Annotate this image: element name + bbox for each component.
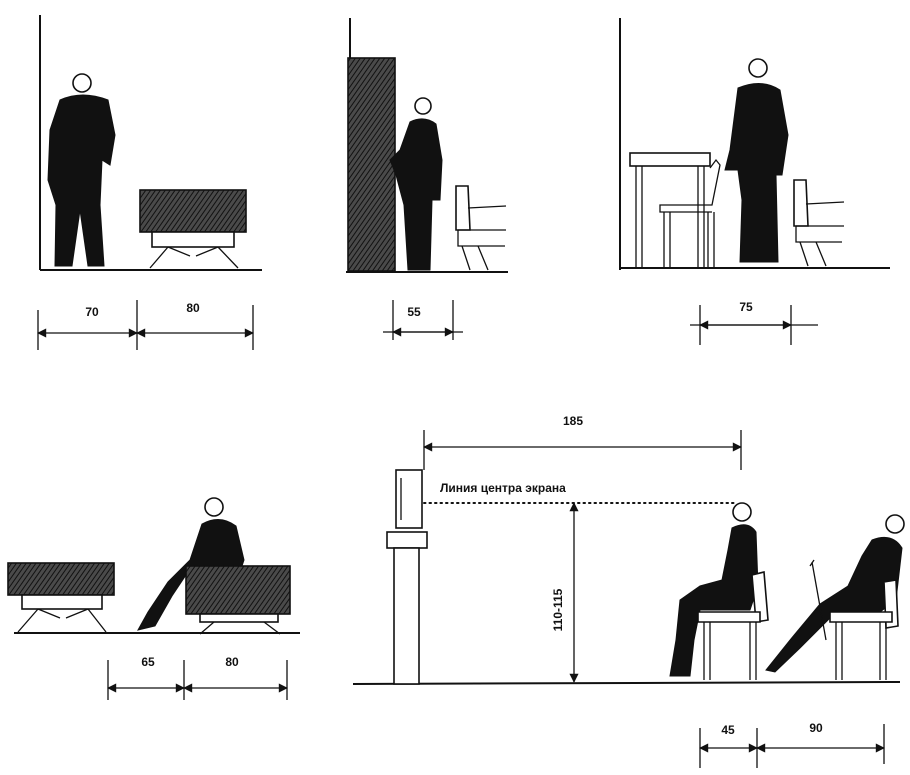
dimension-label: 65: [141, 655, 155, 669]
chair-frame: [659, 158, 721, 268]
wall-cabinet: [347, 57, 396, 272]
dimension-80: 80: [136, 301, 254, 350]
chair-frame: [457, 205, 507, 271]
walking-cane: [809, 559, 827, 641]
person-body: [724, 83, 789, 263]
person-head: [885, 514, 905, 534]
bench-cushion: [139, 189, 247, 233]
screen-center-line-label: Линия центра экрана: [440, 481, 566, 495]
panel-2-person-at-cabinet: 55: [346, 18, 508, 340]
person-body: [669, 524, 759, 677]
chair-frame: [795, 201, 845, 267]
seated-person: [137, 497, 245, 631]
bench-base: [21, 594, 103, 610]
tv-set: [386, 469, 428, 685]
dimension-65: 65: [107, 655, 185, 700]
dimension-label: 55: [407, 305, 421, 319]
table-legs: [635, 166, 705, 268]
seated-viewer-back: [765, 514, 905, 680]
bench: [139, 189, 247, 269]
person-head: [414, 97, 432, 115]
dimension-45: 45: [699, 723, 758, 768]
chair-legs: [703, 622, 757, 680]
bench-right: [185, 565, 291, 635]
bench-cushion: [185, 565, 291, 615]
dimension-label: 185: [563, 414, 583, 428]
dimension-label: 45: [721, 723, 735, 737]
person-head: [748, 58, 768, 78]
dimension-label: 80: [186, 301, 200, 315]
bench-base: [199, 613, 279, 623]
chair-at-table: [659, 158, 721, 268]
dimension-80-lower: 80: [183, 655, 288, 700]
table: [629, 152, 711, 268]
standing-person: [389, 97, 443, 271]
panel-4-seated-between-benches: 65 80: [7, 497, 300, 700]
seated-viewer-front: [669, 502, 769, 680]
chair-seat: [697, 611, 761, 623]
dimension-label: 70: [85, 305, 99, 319]
chair-back: [793, 179, 809, 227]
dimension-185: 185: [423, 414, 742, 470]
person-head: [72, 73, 92, 93]
person-body: [137, 519, 245, 631]
standing-person: [47, 73, 116, 267]
panel-3-person-between-table-and-chair: 75: [619, 18, 890, 345]
bench-legs: [149, 246, 239, 269]
bench-legs: [199, 621, 281, 635]
person-head: [204, 497, 224, 517]
chair: [697, 570, 769, 680]
table-top: [629, 152, 711, 167]
chair-seat: [829, 611, 893, 623]
dimension-label: 75: [739, 300, 753, 314]
dimension-label: 80: [225, 655, 239, 669]
dimension-70: 70: [37, 300, 138, 350]
panel-5-tv-viewing-distance: Линия центра экрана 185 110-115: [352, 414, 905, 768]
standing-person: [724, 58, 789, 263]
dimension-label: 110-115: [551, 588, 565, 631]
dimension-55: 55: [383, 300, 463, 340]
dimension-90: 90: [756, 721, 885, 764]
person-head: [732, 502, 752, 522]
dimension-75: 75: [690, 300, 818, 345]
floor-line: [352, 681, 901, 685]
dimension-label: 90: [809, 721, 823, 735]
person-body: [765, 536, 903, 673]
chair-back: [455, 185, 471, 231]
bench-cushion: [7, 562, 115, 596]
tv-cabinet-top: [386, 531, 428, 549]
chair-legs: [835, 622, 887, 680]
dimension-110-115: 110-115: [551, 502, 579, 683]
person-body: [47, 94, 116, 267]
bench-left: [7, 562, 115, 633]
tv-stand: [393, 547, 420, 685]
chair-back: [751, 570, 769, 623]
bench-base: [151, 231, 235, 248]
chair: [455, 185, 507, 271]
panel-1-standing-beside-bench: 70 80: [37, 15, 262, 350]
bench-legs: [17, 608, 107, 633]
person-body: [389, 118, 443, 271]
tv-screen: [395, 469, 423, 529]
chair-right: [793, 179, 845, 267]
chair: [829, 579, 899, 680]
